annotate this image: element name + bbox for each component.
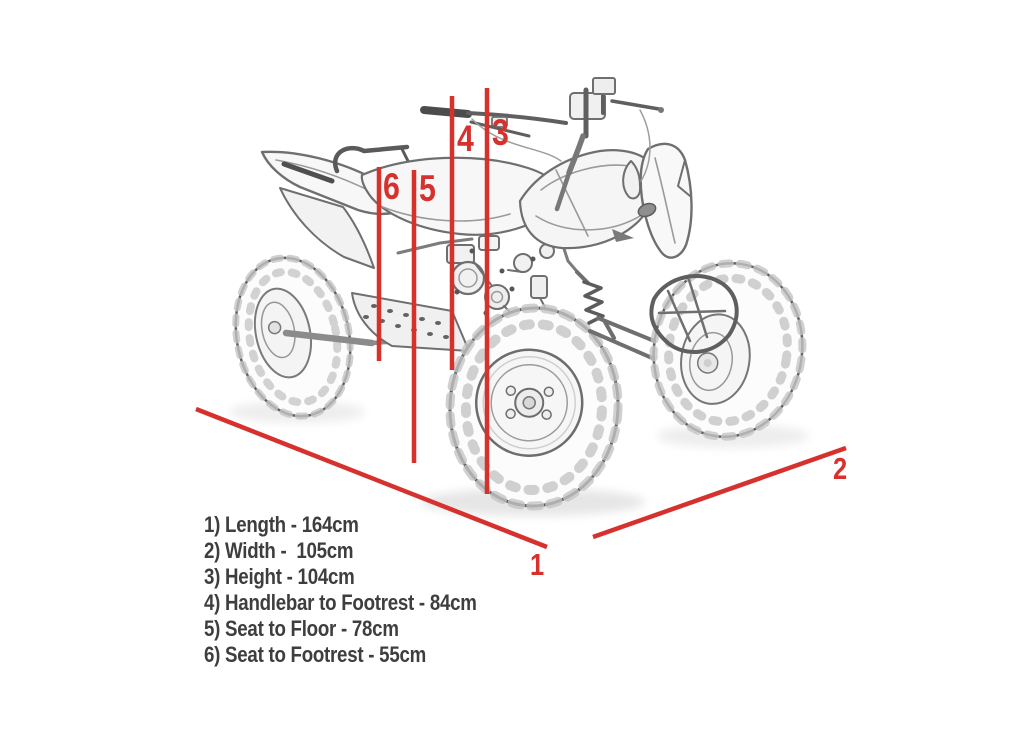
handlebar bbox=[420, 77, 664, 212]
front-fairing bbox=[612, 142, 693, 259]
callout-number-2: 2 bbox=[833, 451, 847, 486]
dimension-spec-list: 1) Length - 164cm 2) Width - 105cm 3) He… bbox=[204, 512, 477, 668]
spec-width: 2) Width - 105cm bbox=[204, 538, 354, 563]
nerf-bar-guard bbox=[649, 274, 739, 355]
callout-number-5: 5 bbox=[419, 168, 436, 209]
callout-number-6: 6 bbox=[383, 166, 400, 207]
front-left-wheel bbox=[445, 303, 623, 511]
front-right-wheel bbox=[649, 259, 807, 441]
spec-height: 3) Height - 104cm bbox=[204, 564, 355, 589]
spec-length: 1) Length - 164cm bbox=[204, 512, 359, 537]
callout-number-1: 1 bbox=[530, 547, 544, 582]
measure-line-1-length bbox=[195, 406, 548, 550]
measurement-lines bbox=[195, 88, 847, 550]
spec-seat-to-footrest: 6) Seat to Footrest - 55cm bbox=[204, 642, 426, 667]
callout-number-4: 4 bbox=[457, 118, 474, 159]
measure-line-2-width bbox=[592, 445, 847, 540]
atv-sketch bbox=[232, 77, 807, 511]
spec-handlebar-to-footrest: 4) Handlebar to Footrest - 84cm bbox=[204, 590, 477, 615]
spec-seat-to-floor: 5) Seat to Floor - 78cm bbox=[204, 616, 399, 641]
engine bbox=[446, 235, 555, 323]
callout-number-3: 3 bbox=[492, 112, 509, 153]
